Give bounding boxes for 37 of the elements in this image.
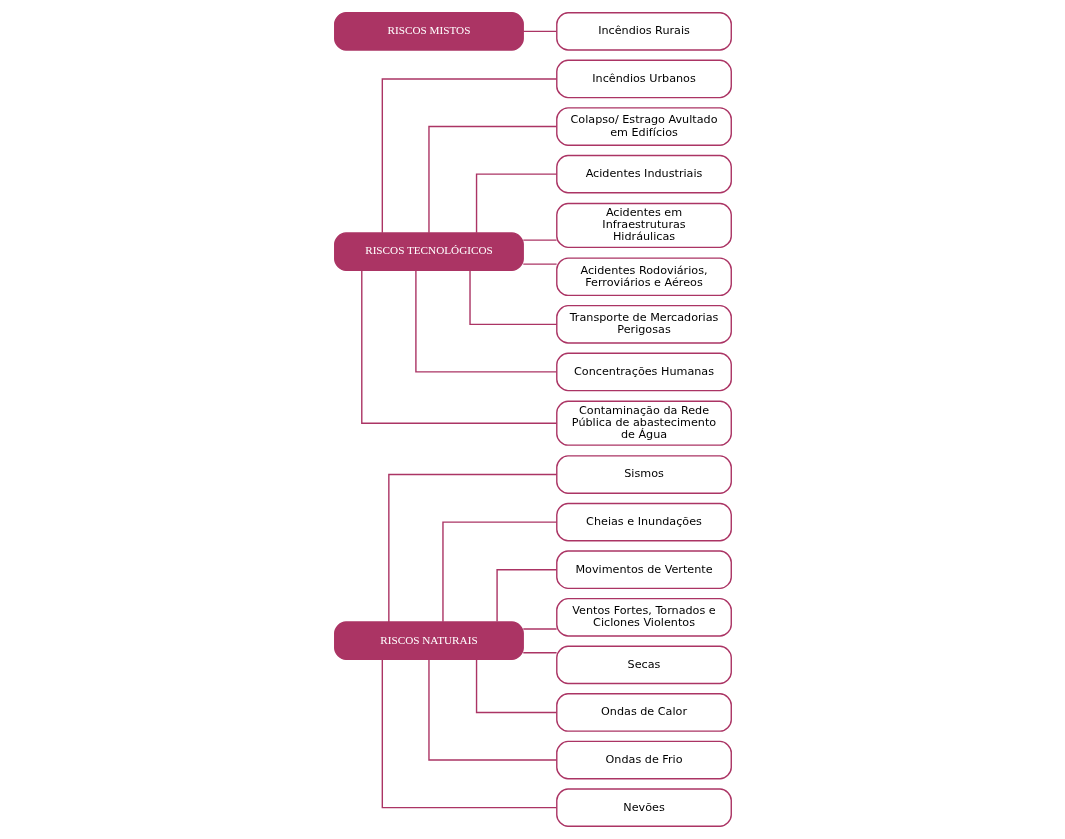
connector bbox=[381, 658, 557, 809]
connector bbox=[360, 269, 557, 424]
connector bbox=[495, 569, 557, 623]
connector bbox=[522, 628, 557, 630]
node-box: Incêndios Urbanos bbox=[555, 59, 732, 99]
node-box: Acidentes Industriais bbox=[555, 154, 732, 194]
connector bbox=[387, 473, 557, 623]
connector bbox=[522, 652, 557, 654]
connector bbox=[441, 521, 557, 623]
node-box: Movimentos de Vertente bbox=[555, 550, 732, 590]
node-box: Acidentes em Infraestruturas Hidráulicas bbox=[555, 202, 732, 249]
connector bbox=[381, 78, 557, 234]
node-box: Contaminação da Rede Pública de abastecimento de Água bbox=[555, 400, 732, 446]
connector bbox=[522, 263, 557, 265]
node-box: Colapso/ Estrago Avultado em Edifícios bbox=[555, 107, 732, 146]
node-box: Incêndios Rurais bbox=[555, 12, 732, 51]
connector bbox=[427, 125, 557, 234]
connector bbox=[414, 269, 557, 373]
connector bbox=[475, 658, 557, 714]
node-box: RISCOS NATURAIS bbox=[333, 621, 524, 660]
node-box: Nevões bbox=[555, 788, 732, 827]
node-box: Ondas de Calor bbox=[555, 693, 732, 732]
connector bbox=[522, 30, 557, 33]
node-box: Concentrações Humanas bbox=[555, 352, 732, 392]
node-box: Ondas de Frio bbox=[555, 740, 732, 780]
connector bbox=[475, 173, 557, 234]
connector bbox=[522, 239, 557, 241]
node-box: Sismos bbox=[555, 455, 732, 494]
node-box: RISCOS MISTOS bbox=[333, 12, 524, 51]
connector bbox=[468, 269, 557, 326]
node-box: Ventos Fortes, Tornados e Ciclones Violentos bbox=[555, 597, 732, 637]
node-box: RISCOS TECNOLÓGICOS bbox=[333, 232, 524, 271]
connector bbox=[427, 658, 557, 761]
node-box: Cheias e Inundações bbox=[555, 502, 732, 542]
node-box: Transporte de Mercadorias Perigosas bbox=[555, 304, 732, 344]
node-box: Acidentes Rodoviários, Ferroviários e Aéreos bbox=[555, 257, 732, 297]
node-box: Secas bbox=[555, 645, 732, 685]
